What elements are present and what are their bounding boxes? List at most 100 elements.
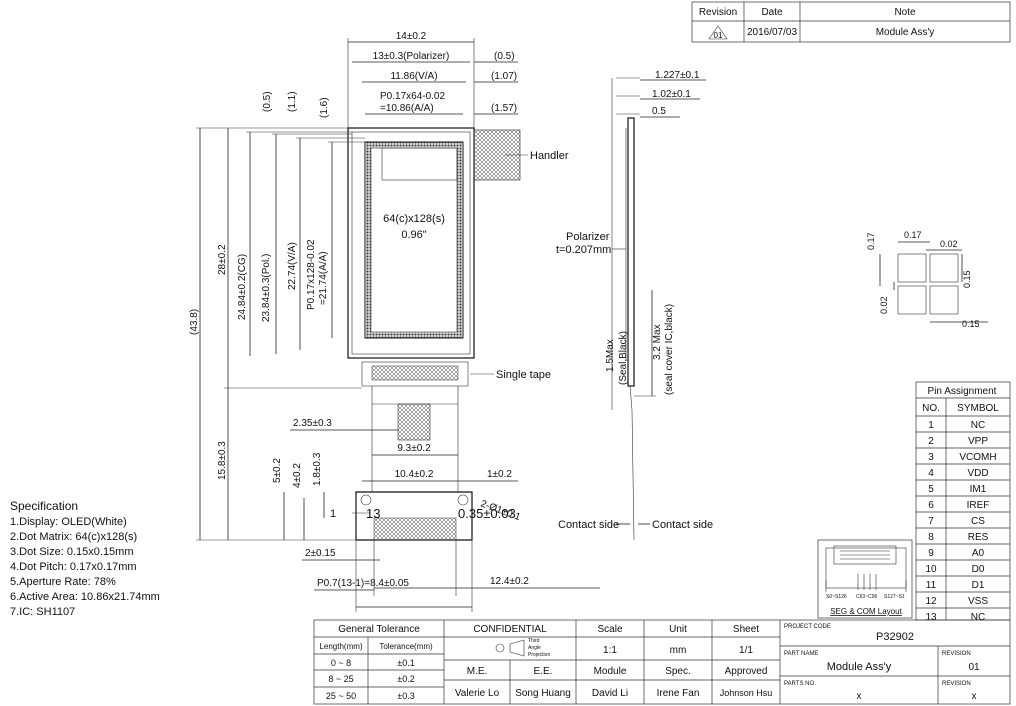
tolerance-title: General Tolerance — [338, 624, 420, 635]
diagonal-label: 0.96" — [401, 229, 426, 241]
pixel-pitch-h: 0.17 — [904, 230, 922, 240]
contact-side-left: Contact side — [558, 519, 619, 531]
dot-matrix-label: 64(c)x128(s) — [383, 213, 445, 225]
dim-0-5-v: (0.5) — [262, 91, 273, 112]
sheet-value: 1/1 — [739, 645, 753, 656]
pin-one-number: 13 — [366, 506, 380, 521]
revision-value: 01 — [968, 662, 980, 673]
role-approved: Approved — [725, 666, 768, 677]
dim-1-07: (1.07) — [491, 71, 517, 82]
dim-pol: 23.84±0.3(Pol.) — [261, 254, 272, 322]
projection-cone-icon — [509, 639, 525, 657]
pin-number: 4 — [928, 468, 934, 479]
title-block: General Tolerance Length(mm) Tolerance(m… — [313, 619, 1011, 705]
project-code-label: PROJECT CODE — [784, 624, 831, 630]
pin-symbol-header: SYMBOL — [957, 403, 999, 414]
dim-va-width: 11.86(V/A) — [390, 71, 437, 82]
projection-circle-icon — [495, 643, 505, 653]
name-ee: Song Huang — [515, 688, 571, 699]
dim-2: P0.7(13-1)=8.4±0.05 — [317, 578, 409, 589]
pin-no-header: NO. — [922, 403, 940, 414]
spec-item: 6.Active Area: 10.86x21.74mm — [10, 591, 160, 603]
pin-number: 13 — [925, 612, 937, 623]
dim-1-6-v: (1.6) — [319, 97, 330, 118]
seg-com-layout: S0~S126 C63~C96 S127~S1 SEG & COM Layout — [817, 539, 913, 619]
pixel-detail: 0.17 0.02 0.17 0.15 0.02 0.15 — [866, 230, 988, 329]
dim-aa-height: =21.74(A/A) — [318, 251, 329, 305]
com-label: C63~C96 — [856, 594, 877, 600]
projection-text: Third — [528, 638, 540, 644]
tolerance-col-length: Length(mm) — [319, 642, 362, 651]
pixel-size-v: 0.15 — [962, 270, 972, 288]
dim-pitch-rows: P0.17x128-0.02 — [306, 239, 317, 310]
pin-last-number: 0.35±0.03 — [458, 506, 516, 521]
dim-43-8: (43.8) — [189, 309, 200, 335]
confidential-label: CONFIDENTIAL — [473, 624, 547, 635]
dim-thickness-half: 0.5 — [652, 106, 666, 117]
pin-symbol: NC — [971, 612, 985, 623]
dim-pitch-pins: 12.4±0.2 — [490, 576, 529, 587]
projection-text: Angle — [528, 645, 541, 651]
tolerance-col-tol: Tolerance(mm) — [379, 642, 433, 651]
seal-max: 1.5Max — [605, 339, 616, 372]
role-ee: E.E. — [534, 666, 553, 677]
unit-value: mm — [670, 645, 687, 656]
scale-label: Scale — [597, 624, 622, 635]
dim-4: 4±0.2 — [292, 463, 303, 488]
pin-symbol: RES — [968, 532, 989, 543]
pin-number: 7 — [928, 516, 934, 527]
pin-symbol: IM1 — [970, 484, 987, 495]
name-approved: Johnson Hsu — [720, 688, 773, 698]
project-code-value: P32902 — [876, 631, 914, 643]
dim-9-3: 9.3±0.2 — [397, 443, 431, 454]
unit-label: Unit — [669, 624, 687, 635]
pin-number: 1 — [928, 420, 934, 431]
dim-5: 5±0.2 — [272, 458, 283, 483]
pin-number: 12 — [925, 596, 937, 607]
pixel-gap-h: 0.02 — [940, 239, 958, 249]
dim-va-height: 22.74(V/A) — [287, 242, 298, 290]
pixel-pitch-v: 0.17 — [866, 232, 876, 250]
sheet-label: Sheet — [733, 624, 759, 635]
ic-cover-desc: (seal cover IC,black) — [664, 304, 675, 395]
front-view: Handler 64(c)x128(s) 0.96" Single tape 1… — [189, 31, 600, 612]
parts-no-value: x — [857, 691, 862, 702]
name-module: David Li — [592, 688, 628, 699]
dim-15-8: 15.8±0.3 — [217, 441, 228, 480]
pin-symbol: D1 — [972, 580, 985, 591]
spec-item: 4.Dot Pitch: 0.17x0.17mm — [10, 561, 137, 573]
pin-symbol: IREF — [967, 500, 990, 511]
dim-thickness-total: 1.227±0.1 — [655, 70, 700, 81]
spec-item: 2.Dot Matrix: 64(c)x128(s) — [10, 531, 137, 543]
dim-1: 1±0.2 — [487, 469, 512, 480]
tolerance-value: ±0.2 — [397, 674, 414, 684]
pin-number: 6 — [928, 500, 934, 511]
ic-cover-max: 3.2 Max — [652, 324, 663, 360]
name-spec: Irene Fan — [657, 688, 700, 699]
contact-side-right: Contact side — [652, 519, 713, 531]
dim-thickness-glass: 1.02±0.1 — [652, 89, 691, 100]
seg-com-caption: SEG & COM Layout — [830, 607, 902, 616]
dim-1-57: (1.57) — [491, 103, 517, 114]
rev-header: Revision — [699, 7, 737, 18]
tolerance-value: ±0.1 — [397, 658, 414, 668]
pin-number: 3 — [928, 452, 934, 463]
pin-symbol: VCOMH — [959, 452, 996, 463]
tolerance-range: 25 ~ 50 — [326, 691, 356, 701]
polarizer-label: Polarizer — [566, 231, 610, 243]
dim-0-5: (0.5) — [494, 51, 515, 62]
dim-2-35: 2.35±0.3 — [293, 418, 332, 429]
pin-symbol: VSS — [968, 596, 988, 607]
spec-item: 3.Dot Size: 0.15x0.15mm — [10, 546, 134, 558]
rev-value: 01 — [714, 31, 723, 40]
role-spec: Spec. — [665, 666, 691, 677]
revision-table: Revision Date Note 01 2016/07/03 Module … — [691, 1, 1011, 43]
pin-assignment-title: Pin Assignment — [928, 386, 997, 397]
dim-1-1-v: (1.1) — [287, 91, 298, 112]
name-me: Valerie Lo — [455, 688, 500, 699]
projection-text: Projection — [528, 652, 550, 658]
pixel-gap-v: 0.02 — [879, 296, 889, 314]
pixel-size-h: 0.15 — [962, 319, 980, 329]
handler-label: Handler — [530, 150, 569, 162]
tolerance-range: 0 ~ 8 — [331, 658, 351, 668]
